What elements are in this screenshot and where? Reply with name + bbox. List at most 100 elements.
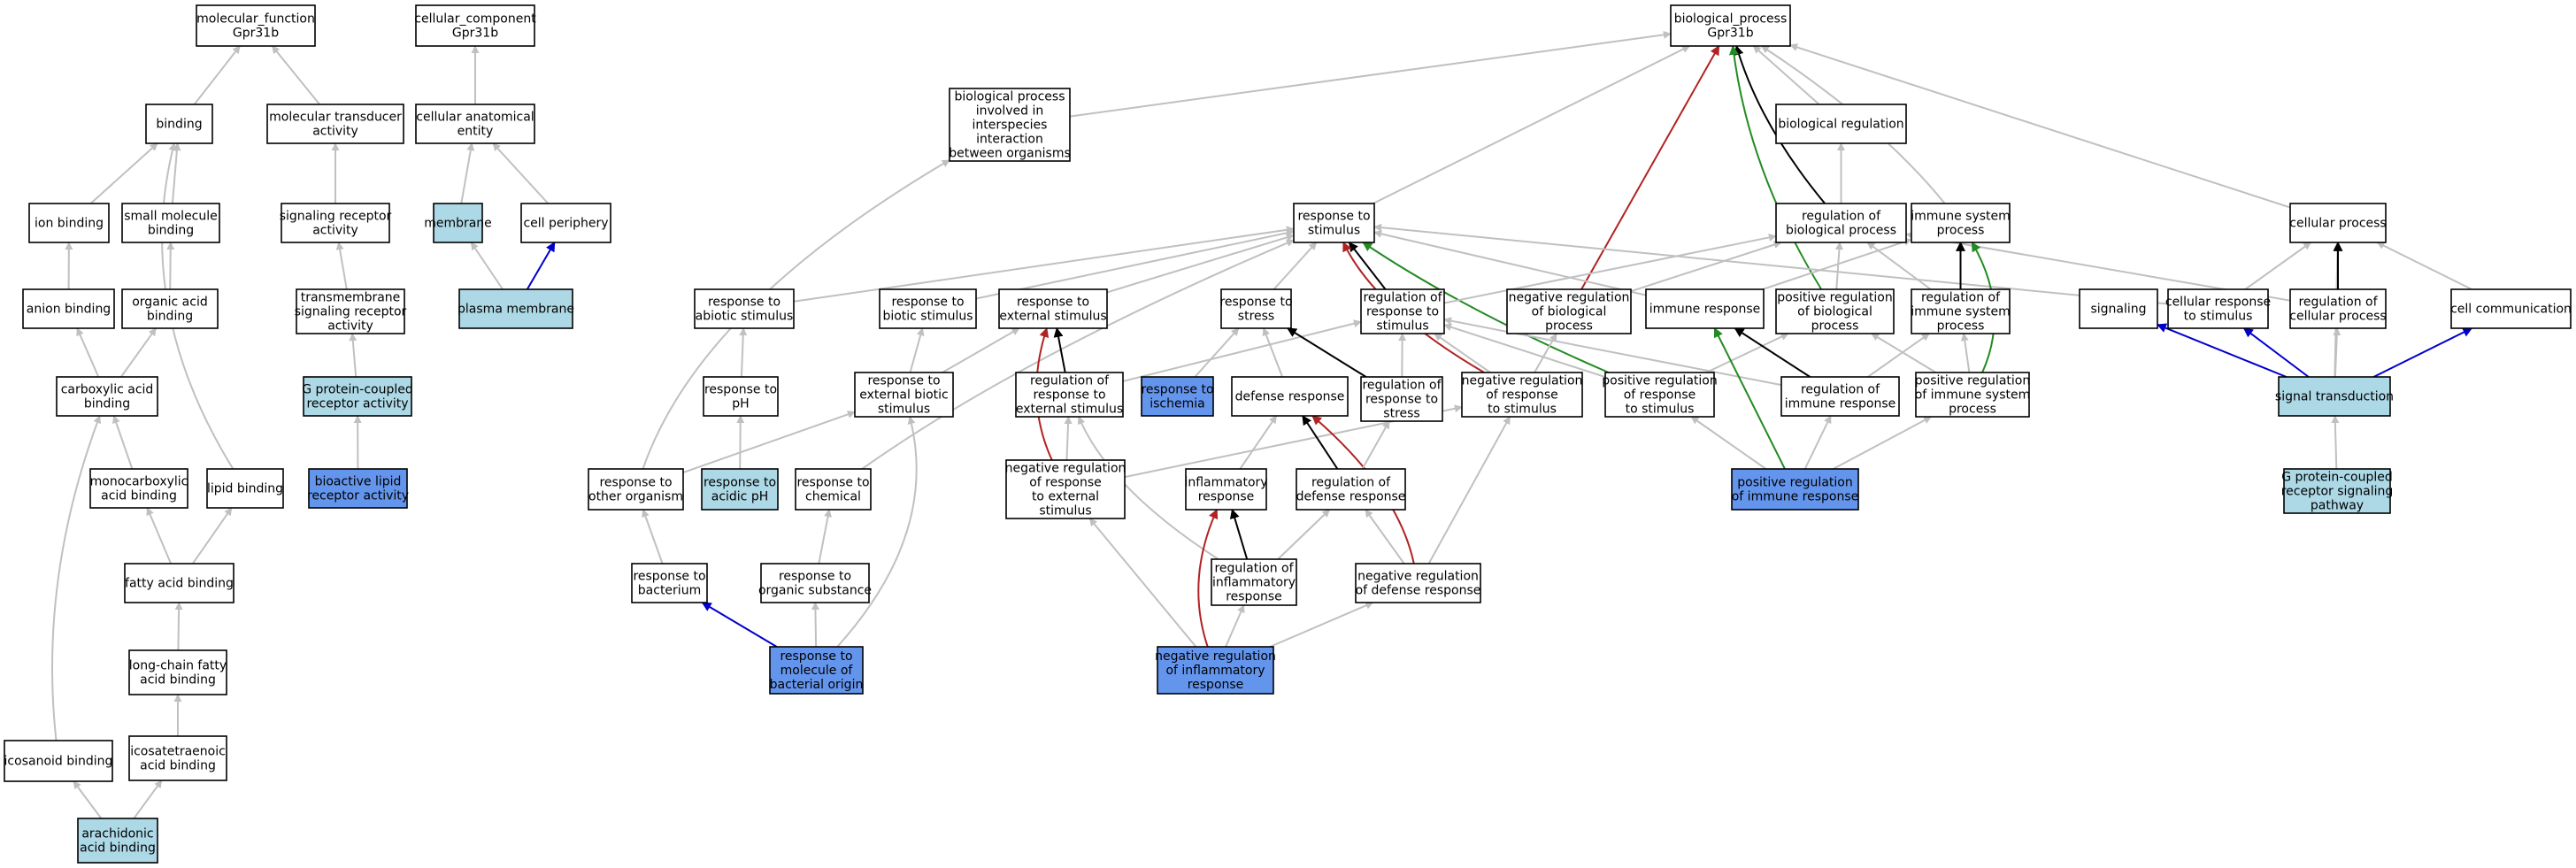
node-plasma-membrane[interactable]: plasma membrane [458,288,574,329]
node-label-line: Gpr31b [233,27,279,41]
edge-is-a-neg-reg-defense-to-reg-defense [1365,509,1405,565]
node-label-line: organic substance [758,584,872,598]
node-label-line: regulation of [2298,296,2378,310]
node-ion-binding[interactable]: ion binding [28,203,110,243]
edge-is-a-cell-resp-stim-to-cellular-proc [2244,242,2312,290]
node-box [1911,288,2011,334]
node-icosanoid[interactable]: icosanoid binding [4,740,113,782]
edge-is-a-resp-biotic-to-resp-stimulus [975,228,1295,300]
node-fatty-acid[interactable]: fatty acid binding [124,563,235,603]
node-cellular-proc[interactable]: cellular process [2289,203,2387,243]
node-label-line: entity [458,125,494,139]
node-box [206,468,284,509]
node-label-line: biological process [955,90,1065,104]
edge-is-a-resp-acidic-ph-to-resp-ph [736,415,745,470]
node-label-line: of biological [1797,305,1872,319]
node-membrane[interactable]: membrane [424,203,492,243]
node-cell-comm[interactable]: cell communication [2450,288,2572,329]
node-defense-resp[interactable]: defense response [1231,376,1349,417]
node-box [22,288,115,329]
node-label-line: of response [1486,388,1558,403]
edge-is-a-resp-abiotic-to-resp-stimulus [793,226,1295,303]
node-label-line: interspecies [973,119,1048,133]
node-lipid-binding[interactable]: lipid binding [206,468,284,509]
edge-is-a-resp-organic-to-resp-chemical [818,509,832,565]
node-cell-periphery[interactable]: cell periphery [520,203,611,243]
node-anion-binding[interactable]: anion binding [22,288,115,329]
node-label-line: bacterium [638,584,701,598]
node-label-line: external stimulus [999,310,1106,324]
edge-is-a-pos-reg-immune-resp-to-pos-reg-resp-stim [1690,416,1767,470]
node-label-line: to stimulus [1488,403,1557,417]
node-box [303,376,412,417]
node-immune-resp[interactable]: immune response [1645,288,1765,329]
node-box [77,818,158,864]
node-bio-reg[interactable]: biological regulation [1775,104,1907,144]
node-label-line: pH [732,397,749,411]
node-box [56,376,158,417]
node-label-line: stimulus [1039,504,1091,518]
node-box [458,288,573,329]
node-signal-trans[interactable]: signal transduction [2275,376,2394,417]
node-label-line: stress [1238,310,1274,324]
node-label-line: biotic stimulus [882,310,973,324]
node-binding[interactable]: binding [145,104,213,144]
edge-is-a-reg-resp-stimulus-to-reg-bio-proc [1443,233,1777,304]
node-signaling[interactable]: signaling [2079,288,2158,329]
node-box [1355,563,1481,603]
